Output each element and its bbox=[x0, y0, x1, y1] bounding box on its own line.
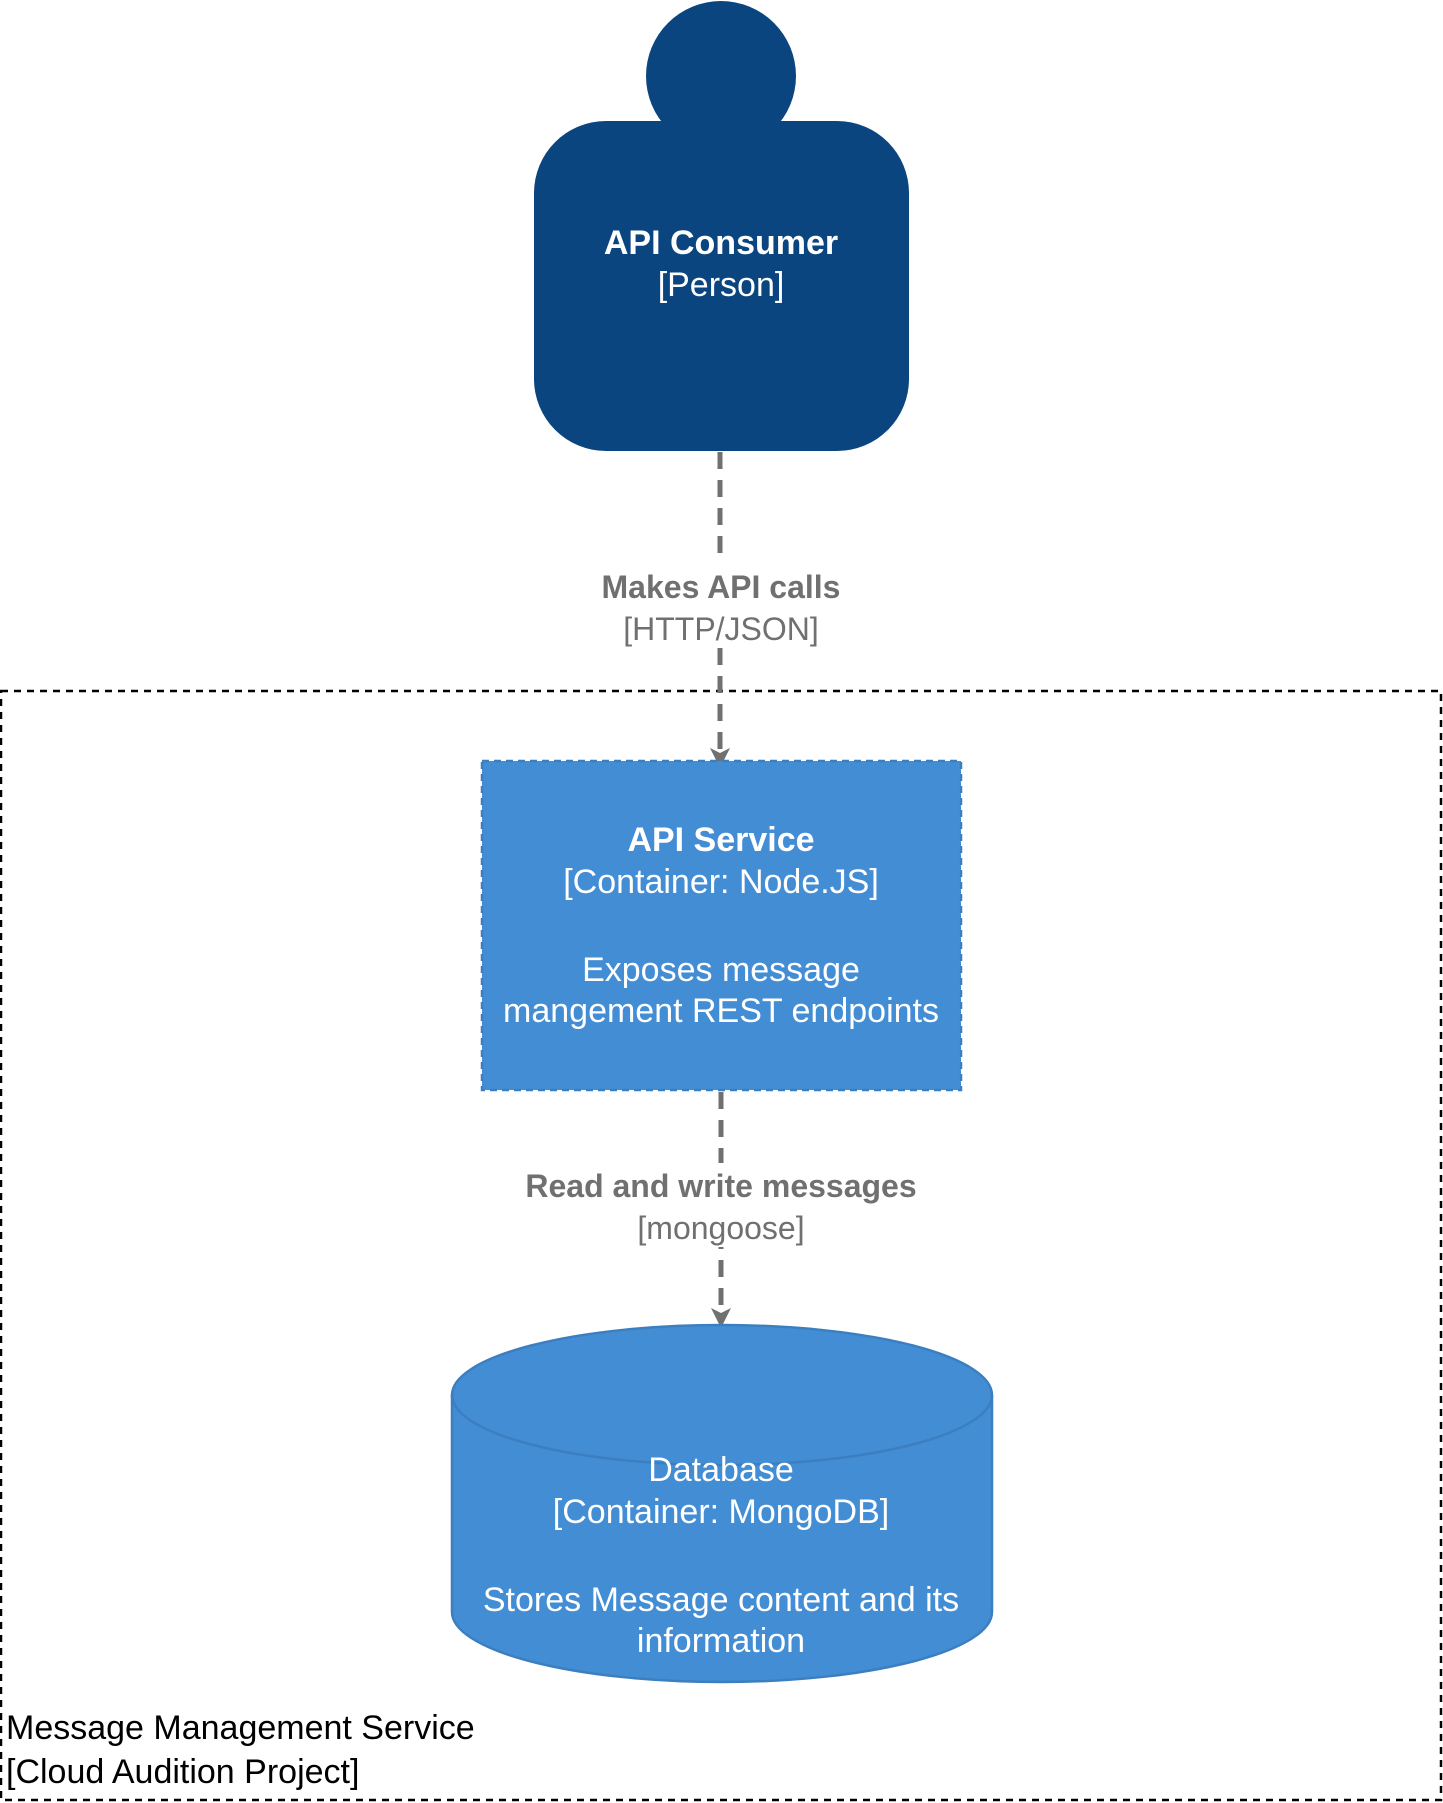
container-type: [Container: Node.JS] bbox=[563, 863, 879, 901]
person-api-consumer[interactable]: API Consumer [Person] bbox=[534, 1, 909, 451]
container-name: API Service bbox=[627, 821, 814, 859]
cylinder-top-rim bbox=[450, 1394, 994, 1467]
container-box bbox=[480, 759, 963, 1092]
container-database[interactable]: Database [Container: MongoDB] Stores Mes… bbox=[450, 1323, 994, 1684]
relation-label: Read and write messages bbox=[525, 1168, 916, 1204]
person-body bbox=[534, 121, 909, 451]
relation-makes-api-calls[interactable]: Makes API calls [HTTP/JSON] bbox=[590, 452, 850, 768]
relation-read-write-messages[interactable]: Read and write messages [mongoose] bbox=[515, 1092, 925, 1328]
relation-technology: [mongoose] bbox=[637, 1210, 804, 1246]
container-description-line-1: Exposes message bbox=[582, 951, 860, 989]
database-description-line-2: information bbox=[637, 1622, 805, 1660]
system-boundary[interactable]: Message Management Service [Cloud Auditi… bbox=[0, 689, 1443, 1802]
relation-technology: [HTTP/JSON] bbox=[623, 611, 819, 647]
database-description-line-1: Stores Message content and its bbox=[483, 1581, 959, 1619]
container-description-line-2: mangement REST endpoints bbox=[503, 992, 939, 1030]
container-api-service[interactable]: API Service [Container: Node.JS] Exposes… bbox=[480, 759, 963, 1092]
cylinder-database-shape bbox=[450, 1323, 994, 1684]
database-name: Database bbox=[648, 1451, 794, 1489]
person-name: API Consumer bbox=[604, 224, 838, 262]
database-type: [Container: MongoDB] bbox=[553, 1493, 889, 1531]
boundary-type: [Cloud Audition Project] bbox=[6, 1753, 359, 1791]
person-type: [Person] bbox=[658, 266, 785, 304]
relation-label: Makes API calls bbox=[602, 569, 841, 605]
boundary-name: Message Management Service bbox=[6, 1709, 475, 1747]
relation-label-background bbox=[515, 1163, 925, 1247]
person-icon bbox=[646, 1, 796, 151]
relation-label-background bbox=[590, 563, 850, 647]
